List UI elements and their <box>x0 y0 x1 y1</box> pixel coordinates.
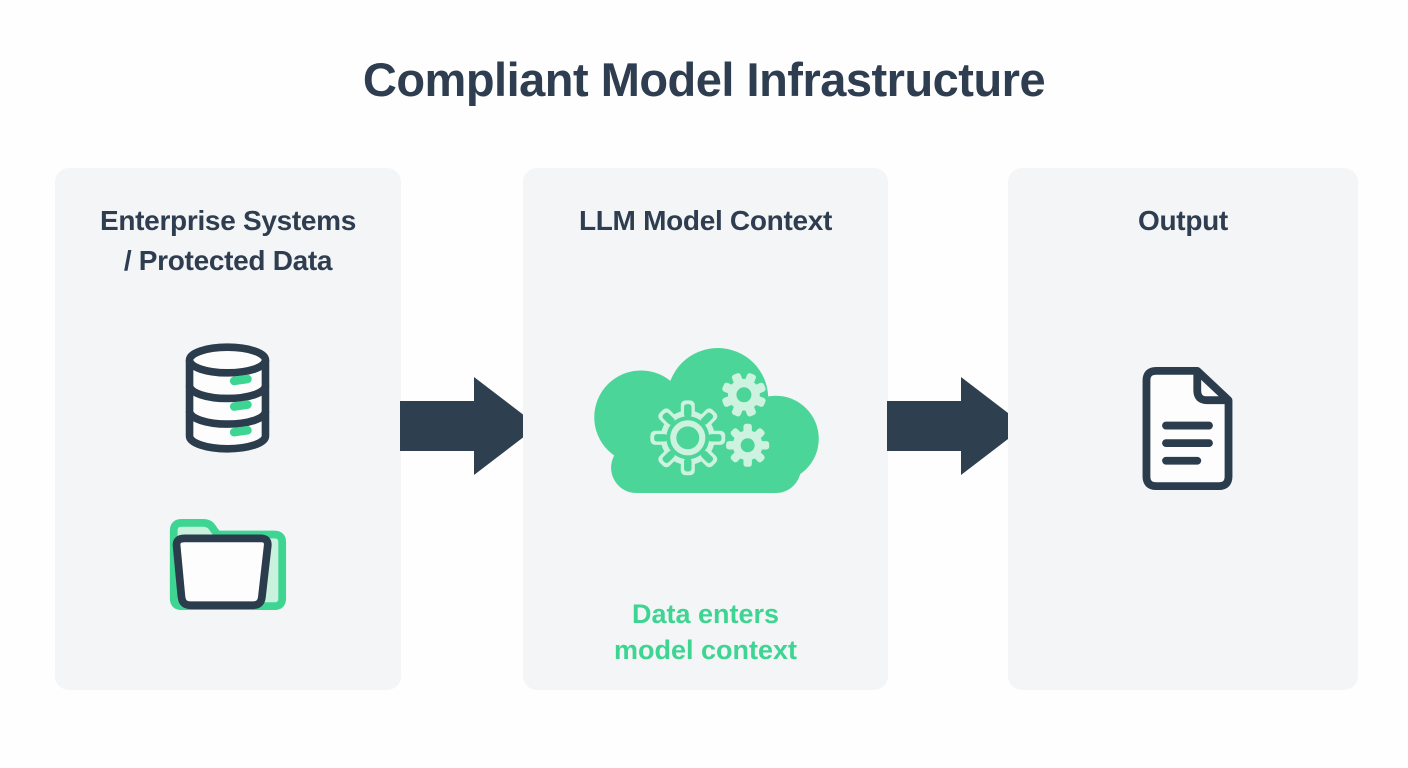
document-icon <box>1142 366 1233 491</box>
caption-data-enters: Data enters model context <box>523 596 888 668</box>
panel-enterprise-title-line1: Enterprise Systems <box>99 205 357 236</box>
caption-line2: model context <box>613 635 798 665</box>
panel-llm-title-line1: LLM Model Context <box>578 205 833 236</box>
panel-llm-model-context: LLM Model Context <box>523 168 888 690</box>
gear-small-top <box>722 373 766 417</box>
gear-small-bottom <box>726 423 770 467</box>
panel-output: Output <box>1008 168 1358 690</box>
panel-enterprise-systems: Enterprise Systems / Protected Data <box>55 168 401 690</box>
folder-icon <box>169 519 287 611</box>
panel-output-title-line1: Output <box>1138 205 1228 236</box>
page-title: Compliant Model Infrastructure <box>362 53 1046 106</box>
cloud-shape <box>594 348 819 493</box>
panel-llm-title: LLM Model Context <box>523 201 888 241</box>
flow-arrow-right-icon <box>400 377 538 475</box>
panel-enterprise-title: Enterprise Systems / Protected Data <box>55 201 401 281</box>
caption-line1: Data enters <box>631 599 780 629</box>
panel-enterprise-title-line2: / Protected Data <box>123 245 333 276</box>
flow-arrow-right-icon <box>887 377 1025 475</box>
gear-large <box>650 400 726 476</box>
database-icon <box>185 343 270 453</box>
cloud-gears-icon <box>594 348 819 493</box>
panel-output-title: Output <box>1008 201 1358 241</box>
